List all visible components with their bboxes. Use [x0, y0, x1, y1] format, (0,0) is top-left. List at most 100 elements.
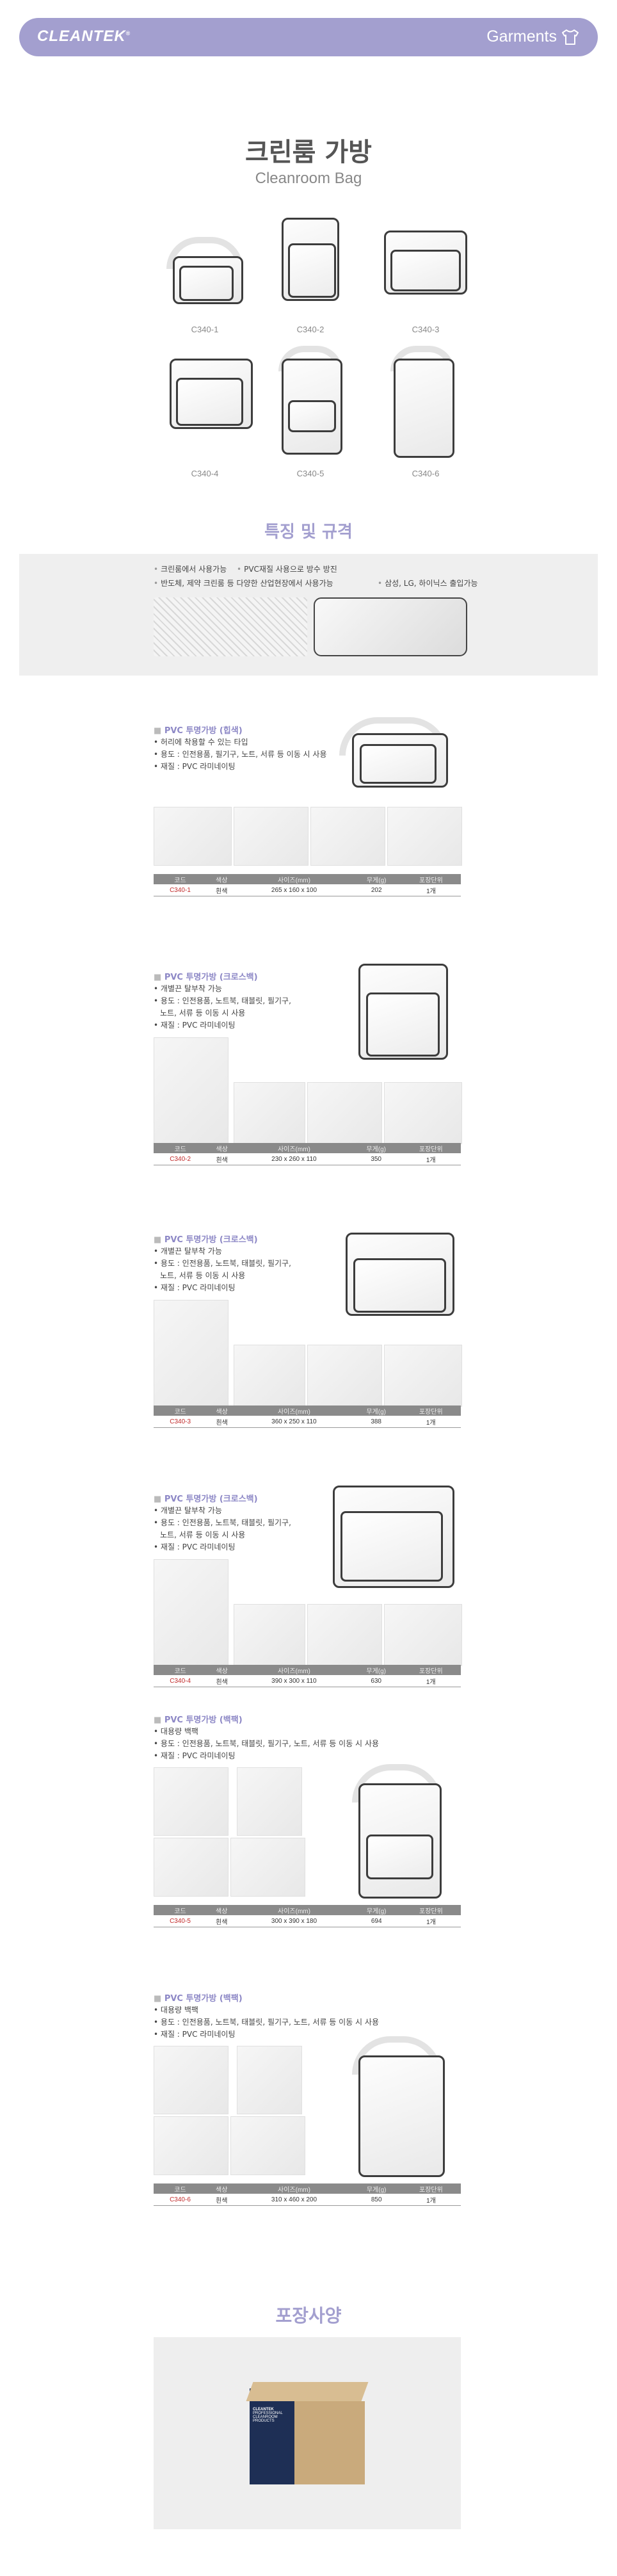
- product-thumb-c340-5[interactable]: [266, 346, 355, 461]
- product-spec-line: • 허리에 착용할 수 있는 타입: [154, 738, 248, 747]
- overview-grid: C340-1 C340-2 C340-3 C340-4 C340-5 C340-…: [0, 205, 617, 487]
- product-spec-line: 노트, 서류 등 이동 시 사용: [160, 1271, 246, 1280]
- product-spec-line: • 재질 : PVC 라미네이팅: [154, 1283, 236, 1292]
- pvc-material-photo: [314, 597, 467, 656]
- product-main-image: [326, 1479, 461, 1594]
- features-box: •크린룸에서 사용가능 •PVC재질 사용으로 방수 방진 •반도체, 제약 크…: [19, 554, 598, 676]
- detail-photo: [230, 2116, 305, 2175]
- detail-photo: [307, 1345, 382, 1407]
- tshirt-icon: [562, 29, 579, 45]
- product-section-c340-1: ■ PVC 투명가방 (힙색) • 허리에 착용할 수 있는 타입 • 용도 :…: [0, 711, 617, 909]
- product-spec-line: • 재질 : PVC 라미네이팅: [154, 1021, 236, 1030]
- product-section-c340-5: ■ PVC 투명가방 (백팩) • 대용량 백팩 • 용도 : 인전용품, 노트…: [0, 1700, 617, 1969]
- mesh-material-photo: [154, 597, 307, 656]
- features-section-title: 특징 및 규격: [264, 522, 353, 542]
- product-heading: ■ PVC 투명가방 (크로스백): [154, 1235, 258, 1245]
- thumb-caption: C340-4: [191, 469, 219, 478]
- detail-photo: [154, 1559, 228, 1666]
- product-spec-line: • 용도 : 인전용품, 노트북, 태블릿, 필기구, 노트, 서류 등 이동 …: [154, 1739, 379, 1748]
- product-spec-line: • 용도 : 인전용품, 노트북, 태블릿, 필기구,: [154, 1518, 291, 1527]
- product-spec-line: • 대용량 백팩: [154, 2005, 198, 2014]
- product-heading: ■ PVC 투명가방 (백팩): [154, 1994, 243, 2004]
- product-spec-line: • 용도 : 인전용품, 필기구, 노트, 서류 등 이동 시 사용: [154, 750, 327, 759]
- thumb-caption: C340-6: [412, 469, 440, 478]
- detail-photo: [154, 1300, 228, 1407]
- product-spec-line: • 재질 : PVC 라미네이팅: [154, 762, 236, 771]
- product-main-image: [326, 717, 461, 794]
- detail-photo: [307, 1082, 382, 1144]
- product-spec-line: • 개별끈 탈부착 가능: [154, 1506, 222, 1515]
- detail-photo: [307, 1604, 382, 1666]
- brand-logo[interactable]: CLEANTEK®: [37, 28, 131, 45]
- product-thumb-c340-6[interactable]: [378, 346, 467, 461]
- product-heading: ■ PVC 투명가방 (크로스백): [154, 1495, 258, 1504]
- product-main-image: [333, 1764, 461, 1905]
- product-main-image: [333, 2036, 461, 2183]
- detail-photo: [234, 1345, 305, 1407]
- detail-photo: [234, 807, 308, 866]
- packaging-section-title: 포장사양: [275, 2305, 342, 2326]
- feature-item: •크린룸에서 사용가능: [154, 565, 227, 574]
- product-heading: ■ PVC 투명가방 (백팩): [154, 1715, 243, 1725]
- product-spec-line: • 용도 : 인전용품, 노트북, 태블릿, 필기구,: [154, 1259, 291, 1268]
- garments-category-link[interactable]: Garments: [486, 28, 580, 46]
- feature-item: •PVC재질 사용으로 방수 방진: [237, 565, 337, 574]
- detail-photo: [384, 1604, 462, 1666]
- detail-photo: [387, 807, 462, 866]
- product-spec-line: • 용도 : 인전용품, 노트북, 태블릿, 필기구,: [154, 996, 291, 1005]
- detail-photo: [154, 1037, 228, 1144]
- detail-photo: [384, 1345, 462, 1407]
- product-section-c340-2: ■ PVC 투명가방 (크로스백) • 개별끈 탈부착 가능 • 용도 : 인전…: [0, 957, 617, 1169]
- page-title-english: Cleanroom Bag: [255, 170, 362, 187]
- detail-photo: [154, 1838, 228, 1897]
- thumb-caption: C340-2: [296, 325, 325, 334]
- product-spec-line: • 개별끈 탈부착 가능: [154, 1247, 222, 1256]
- page-title-korean: 크린룸 가방: [245, 138, 372, 167]
- product-section-c340-4: ■ PVC 투명가방 (크로스백) • 개별끈 탈부착 가능 • 용도 : 인전…: [0, 1479, 617, 1690]
- product-spec-line: 노트, 서류 등 이동 시 사용: [160, 1530, 246, 1539]
- thumb-caption: C340-5: [296, 469, 325, 478]
- product-main-image: [352, 957, 461, 1066]
- detail-photo: [237, 1767, 302, 1836]
- detail-photo: [237, 2046, 302, 2114]
- product-heading: ■ PVC 투명가방 (크로스백): [154, 973, 258, 982]
- feature-item: •삼성, LG, 하이닉스 출입가능: [378, 579, 478, 588]
- thumb-caption: C340-3: [412, 325, 440, 334]
- detail-photo: [384, 1082, 462, 1144]
- product-main-image: [339, 1226, 461, 1329]
- product-spec-line: • 재질 : PVC 라미네이팅: [154, 1751, 236, 1760]
- detail-photo: [154, 2116, 228, 2175]
- product-spec-line: • 재질 : PVC 라미네이팅: [154, 2030, 236, 2039]
- detail-photo: [154, 807, 232, 866]
- product-spec-line: • 개별끈 탈부착 가능: [154, 984, 222, 993]
- feature-item: •반도체, 제약 크린룸 등 다양한 산업현장에서 사용가능: [154, 579, 333, 588]
- detail-photo: [234, 1082, 305, 1144]
- product-thumb-c340-3[interactable]: [378, 224, 474, 314]
- product-spec-line: 노트, 서류 등 이동 시 사용: [160, 1009, 246, 1017]
- product-thumb-c340-2[interactable]: [275, 211, 346, 314]
- product-heading: ■ PVC 투명가방 (힙색): [154, 726, 243, 736]
- detail-photo: [310, 807, 385, 866]
- product-thumb-c340-1[interactable]: [160, 237, 250, 314]
- thumb-caption: C340-1: [191, 325, 219, 334]
- product-spec-line: • 재질 : PVC 라미네이팅: [154, 1543, 236, 1551]
- product-section-c340-6: ■ PVC 투명가방 (백팩) • 대용량 백팩 • 용도 : 인전용품, 노트…: [0, 1979, 617, 2248]
- product-spec-line: • 대용량 백팩: [154, 1727, 198, 1736]
- detail-photo: [154, 1767, 228, 1836]
- top-banner: CLEANTEK® Garments: [19, 18, 598, 56]
- detail-photo: [230, 1838, 305, 1897]
- product-spec-line: • 용도 : 인전용품, 노트북, 태블릿, 필기구, 노트, 서류 등 이동 …: [154, 2018, 379, 2027]
- detail-photo: [234, 1604, 305, 1666]
- detail-photo: [154, 2046, 228, 2114]
- product-section-c340-3: ■ PVC 투명가방 (크로스백) • 개별끈 탈부착 가능 • 용도 : 인전…: [0, 1220, 617, 1431]
- product-thumb-c340-4[interactable]: [163, 352, 259, 435]
